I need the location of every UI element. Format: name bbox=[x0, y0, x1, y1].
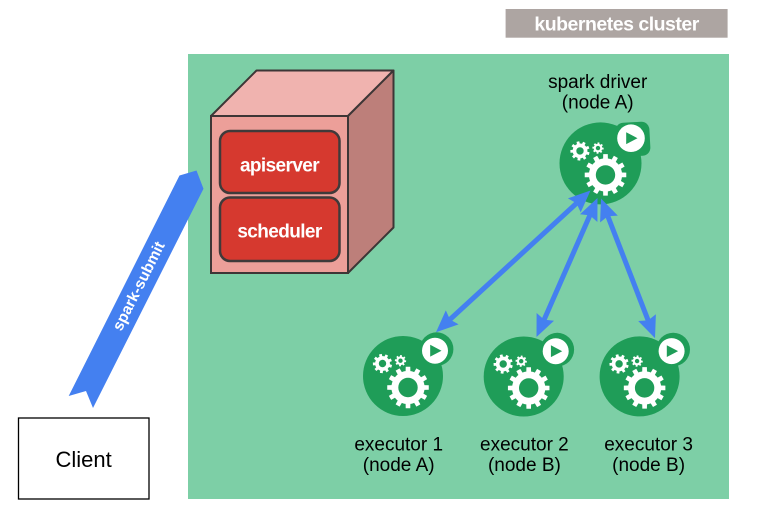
svg-text:scheduler: scheduler bbox=[237, 221, 323, 242]
svg-text:spark driver: spark driver bbox=[548, 72, 648, 93]
svg-text:(node A): (node A) bbox=[562, 93, 634, 114]
svg-text:apiserver: apiserver bbox=[240, 156, 320, 177]
svg-text:executor 2: executor 2 bbox=[480, 435, 569, 456]
svg-text:(node A): (node A) bbox=[363, 455, 435, 476]
svg-text:executor 1: executor 1 bbox=[354, 435, 443, 456]
svg-text:executor 3: executor 3 bbox=[604, 435, 693, 456]
svg-text:(node B): (node B) bbox=[488, 455, 561, 476]
svg-text:(node B): (node B) bbox=[612, 455, 685, 476]
svg-text:Client: Client bbox=[55, 447, 111, 472]
svg-text:kubernetes cluster: kubernetes cluster bbox=[534, 14, 699, 36]
